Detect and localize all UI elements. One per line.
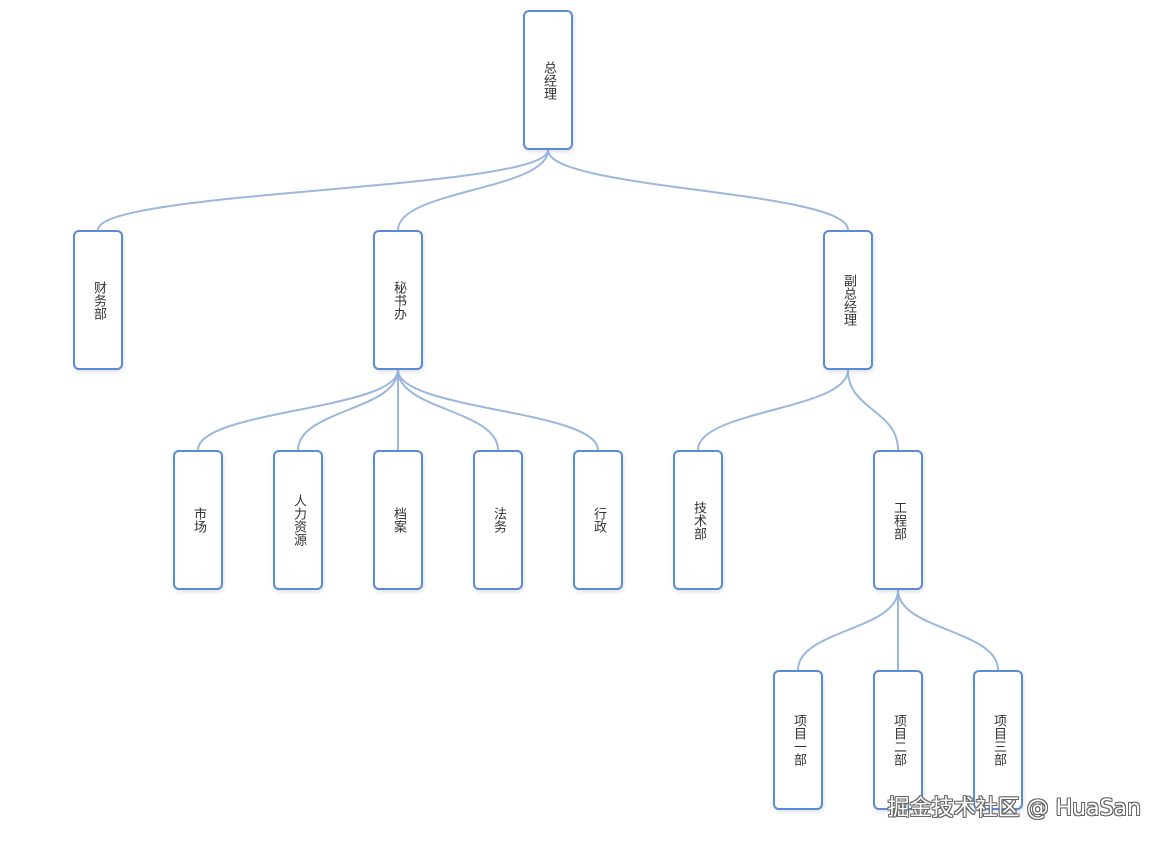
connector-deputy_gm-tech: [697, 369, 849, 451]
node-label: 行政: [591, 507, 606, 533]
connector-secretariat-market: [197, 369, 399, 451]
node-label: 工程部: [891, 500, 906, 540]
node-label: 项目三部: [991, 714, 1006, 766]
node-label: 项目二部: [891, 714, 906, 766]
node-project3[interactable]: 项目三部: [973, 670, 1023, 810]
node-label: 档案: [391, 507, 406, 533]
node-label: 副总经理: [841, 274, 856, 326]
connector-secretariat-legal: [397, 369, 499, 451]
node-general-manager[interactable]: 总经理: [523, 10, 573, 150]
node-label: 法务: [491, 507, 506, 533]
node-label: 秘书办: [391, 280, 406, 320]
node-market[interactable]: 市场: [173, 450, 223, 590]
node-label: 技术部: [691, 500, 706, 540]
node-engineering[interactable]: 工程部: [873, 450, 923, 590]
node-finance[interactable]: 财务部: [73, 230, 123, 370]
connector-general_manager-secretariat: [397, 149, 549, 231]
node-admin[interactable]: 行政: [573, 450, 623, 590]
connector-engineering-project1: [797, 589, 899, 671]
node-archives[interactable]: 档案: [373, 450, 423, 590]
node-label: 财务部: [91, 280, 106, 320]
node-legal[interactable]: 法务: [473, 450, 523, 590]
connector-engineering-project3: [897, 589, 999, 671]
node-project1[interactable]: 项目一部: [773, 670, 823, 810]
watermark-text: 掘金技术社区 @ HuaSan: [887, 796, 1141, 821]
connector-deputy_gm-engineering: [847, 369, 899, 451]
node-label: 市场: [191, 507, 206, 533]
connector-general_manager-finance: [97, 149, 549, 231]
node-tech[interactable]: 技术部: [673, 450, 723, 590]
node-hr[interactable]: 人力资源: [273, 450, 323, 590]
node-label: 总经理: [541, 60, 556, 100]
node-label: 项目一部: [791, 714, 806, 766]
node-deputy-gm[interactable]: 副总经理: [823, 230, 873, 370]
node-project2[interactable]: 项目二部: [873, 670, 923, 810]
connector-general_manager-deputy_gm: [547, 149, 849, 231]
node-secretariat[interactable]: 秘书办: [373, 230, 423, 370]
node-label: 人力资源: [291, 494, 306, 546]
connector-secretariat-admin: [397, 369, 599, 451]
connector-secretariat-hr: [297, 369, 399, 451]
